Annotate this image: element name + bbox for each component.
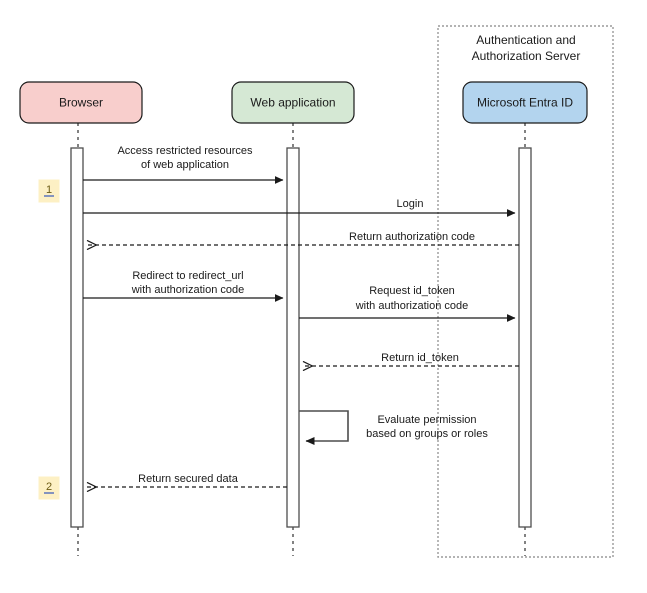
lifelines (77, 123, 526, 556)
message-7-label-line2: based on groups or roles (366, 428, 488, 440)
message-return-id-token: Return id_token (303, 352, 519, 366)
step-marker-1-label: 1 (46, 184, 52, 196)
step-marker-2-label: 2 (46, 481, 52, 493)
participant-microsoft-entra-id[interactable]: Microsoft Entra ID (462, 81, 588, 124)
message-return-authorization-code: Return authorization code (87, 231, 519, 245)
auth-server-group-title-line2: Authorization Server (472, 49, 581, 63)
step-marker-2[interactable]: 2 (38, 476, 60, 500)
activation-bar-webapp (286, 147, 300, 528)
participant-browser-label: Browser (59, 96, 103, 110)
message-access-restricted-resources: Access restricted resources of web appli… (83, 145, 284, 184)
step-marker-1[interactable]: 1 (38, 179, 60, 203)
message-1-label-line2: of web application (141, 159, 229, 171)
auth-server-group-title-line1: Authentication and (476, 33, 575, 47)
message-5-label-line1: Request id_token (369, 285, 455, 297)
participant-web-application[interactable]: Web application (231, 81, 355, 124)
message-6-label-line1: Return id_token (381, 352, 459, 364)
participant-microsoft-entra-id-label: Microsoft Entra ID (477, 96, 573, 110)
message-2-label-line1: Login (397, 198, 424, 210)
message-7-selfloop-arrow (299, 410, 349, 445)
activation-bar-browser (70, 147, 84, 528)
message-5-label-line2: with authorization code (355, 300, 469, 312)
message-3-label-line1: Return authorization code (349, 231, 475, 243)
activation-bars (70, 147, 532, 528)
message-return-secured-data: Return secured data (87, 473, 287, 487)
activation-bar-entra (518, 147, 532, 528)
message-evaluate-permission: Evaluate permission based on groups or r… (299, 410, 488, 445)
message-7-label-line1: Evaluate permission (377, 414, 476, 426)
participant-web-application-label: Web application (250, 96, 335, 110)
message-login: Login (83, 198, 516, 217)
participant-browser-box[interactable] (19, 81, 143, 124)
message-4-label-line2: with authorization code (131, 284, 245, 296)
participant-browser[interactable]: Browser (19, 81, 143, 124)
auth-server-group: Authentication and Authorization Server (437, 25, 614, 558)
message-4-label-line1: Redirect to redirect_url (132, 270, 243, 282)
auth-server-group-border (437, 25, 614, 558)
message-1-label-line1: Access restricted resources (117, 145, 253, 157)
participant-web-application-box[interactable] (231, 81, 355, 124)
message-8-label-line1: Return secured data (138, 473, 239, 485)
message-redirect-to-redirect-url: Redirect to redirect_url with authorizat… (83, 270, 284, 302)
participant-microsoft-entra-id-box[interactable] (462, 81, 588, 124)
message-request-id-token: Request id_token with authorization code (299, 285, 516, 322)
